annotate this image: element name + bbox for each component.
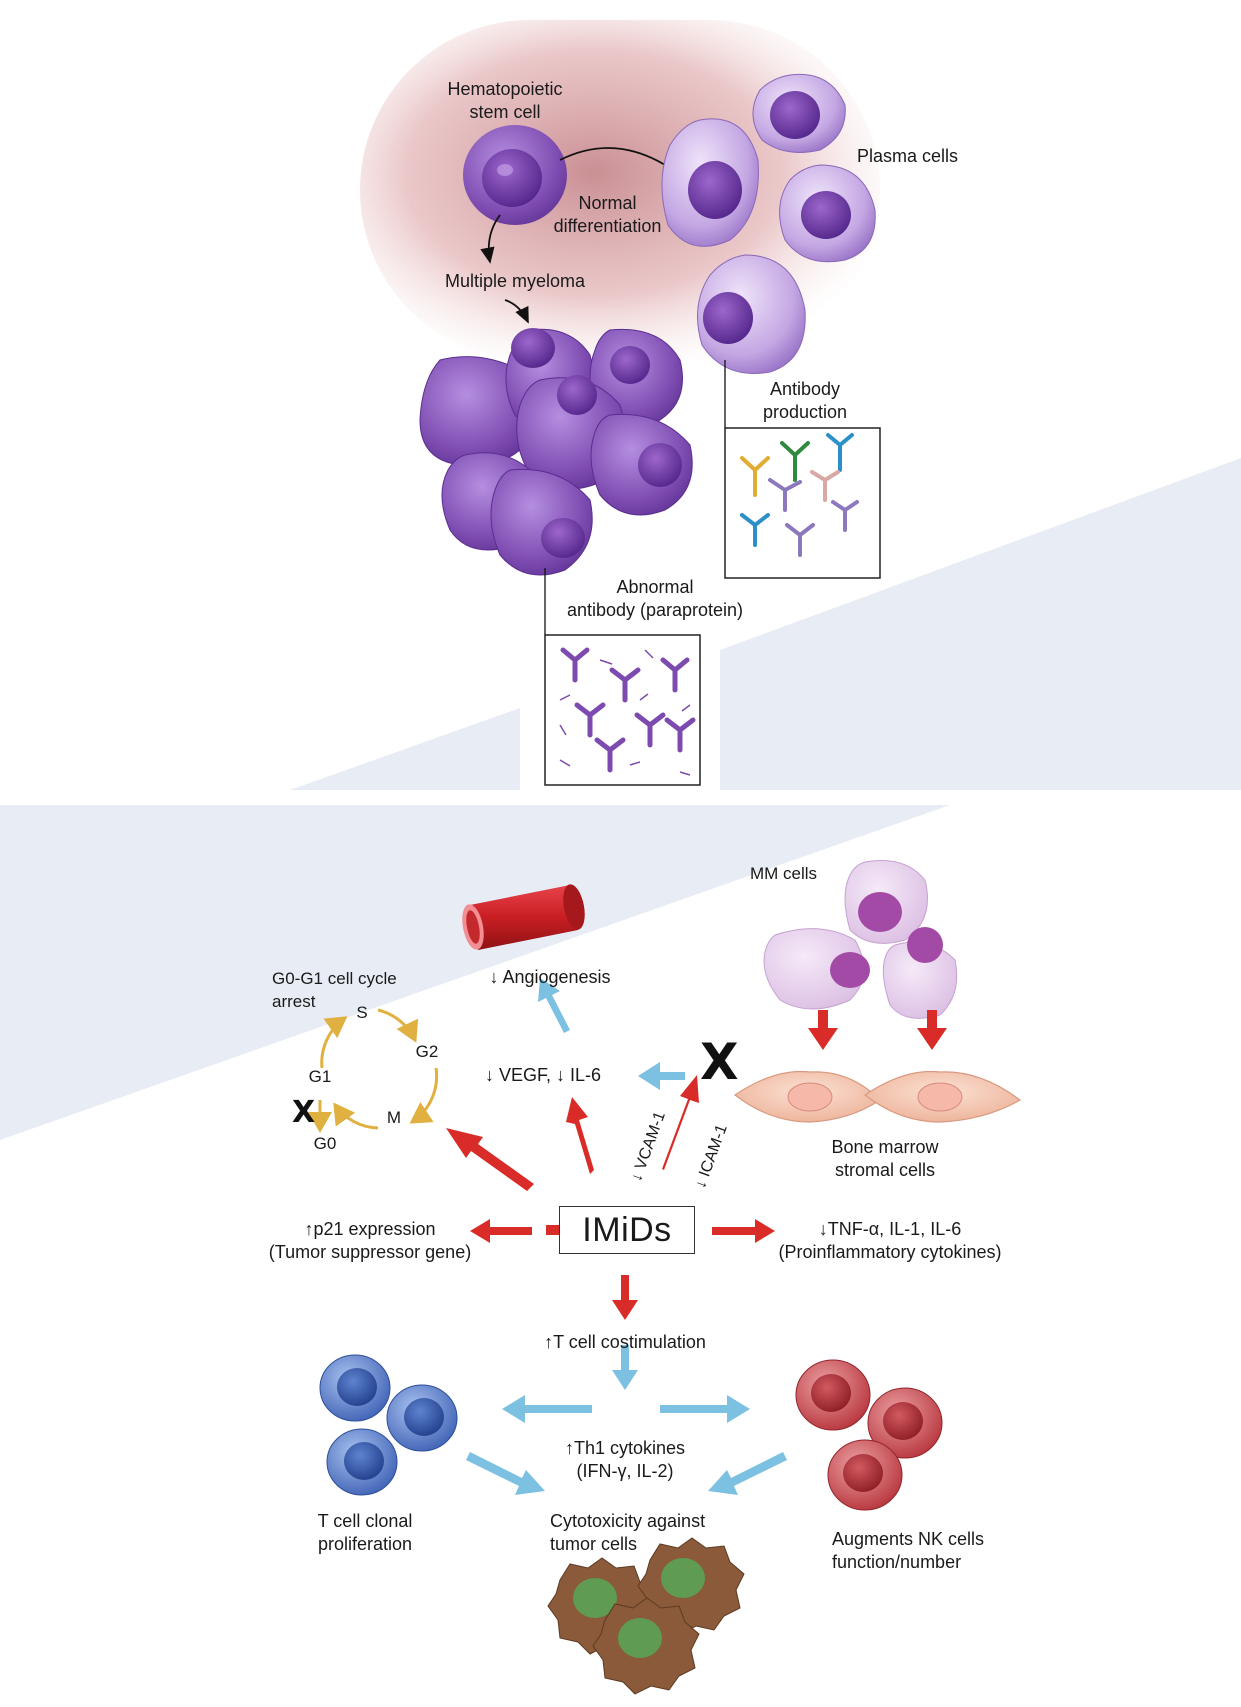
blood-vessel — [462, 884, 585, 950]
mm-cells — [763, 859, 958, 1019]
imids-box: IMiDs — [559, 1206, 695, 1254]
cell-cycle-arrest-label: G0-G1 cell cycle arrest — [272, 969, 397, 1011]
t-clonal-label: T cell clonal proliferation — [317, 1511, 413, 1554]
red-arrows — [446, 1010, 947, 1320]
phase-g0-label: G0 — [313, 1134, 337, 1153]
nk-cells — [795, 1359, 943, 1511]
paraprotein-box — [544, 634, 701, 786]
t-costimulation-label: ↑T cell costimulation — [544, 1332, 706, 1352]
stem-cell-label: Hematopoietic stem cell — [447, 79, 563, 122]
mm-cells-label: MM cells — [750, 864, 818, 883]
background-panels — [0, 458, 1241, 1140]
stromal-cells-label: Bone marrow stromal cells — [831, 1137, 939, 1180]
plasma-cell — [779, 164, 876, 263]
cell-cycle-block-mark: X — [292, 1095, 316, 1130]
phase-s-label: S — [356, 1003, 368, 1022]
phase-g2-label: G2 — [415, 1042, 439, 1061]
nk-cells-label: Augments NK cells function/number — [832, 1529, 985, 1572]
plasma-cells-label: Plasma cells — [857, 146, 959, 166]
blue-arrows — [466, 978, 787, 1495]
plasma-cell — [752, 73, 846, 153]
plasma-cell — [661, 118, 759, 247]
plasma-cell — [697, 254, 806, 374]
vegf-il6-label: ↓ VEGF, ↓ IL-6 — [485, 1065, 602, 1085]
t-cells — [319, 1354, 458, 1496]
multiple-myeloma-label: Multiple myeloma — [445, 271, 586, 291]
p21-label: ↑p21 expression (Tumor suppressor gene) — [268, 1219, 472, 1262]
stromal-cells — [733, 1070, 1022, 1123]
abnormal-antibody-label: Abnormal antibody (paraprotein) — [566, 577, 744, 620]
angiogenesis-label: ↓ Angiogenesis — [489, 967, 611, 987]
phase-m-label: M — [386, 1108, 402, 1127]
adhesion-block-mark: X — [700, 1033, 739, 1091]
th1-cytokines-label: ↑Th1 cytokines (IFN-γ, IL-2) — [564, 1438, 686, 1481]
antibody-production-box — [724, 427, 881, 579]
antibody-production-label: Antibody production — [762, 379, 848, 422]
hematopoietic-stem-cell — [463, 125, 567, 225]
connector-lines — [544, 360, 726, 635]
cell-cycle — [308, 1008, 439, 1133]
phase-g1-label: G1 — [308, 1067, 332, 1086]
tumor-cells — [547, 1537, 745, 1695]
myeloma-cluster — [419, 328, 693, 576]
tnf-label: ↓TNF-α, IL-1, IL-6 (Proinflammatory cyto… — [778, 1219, 1002, 1262]
normal-differentiation-label: Normal differentiation — [553, 193, 662, 236]
plasma-cells — [661, 73, 876, 374]
cytotoxicity-label: Cytotoxicity against tumor cells — [550, 1511, 706, 1554]
